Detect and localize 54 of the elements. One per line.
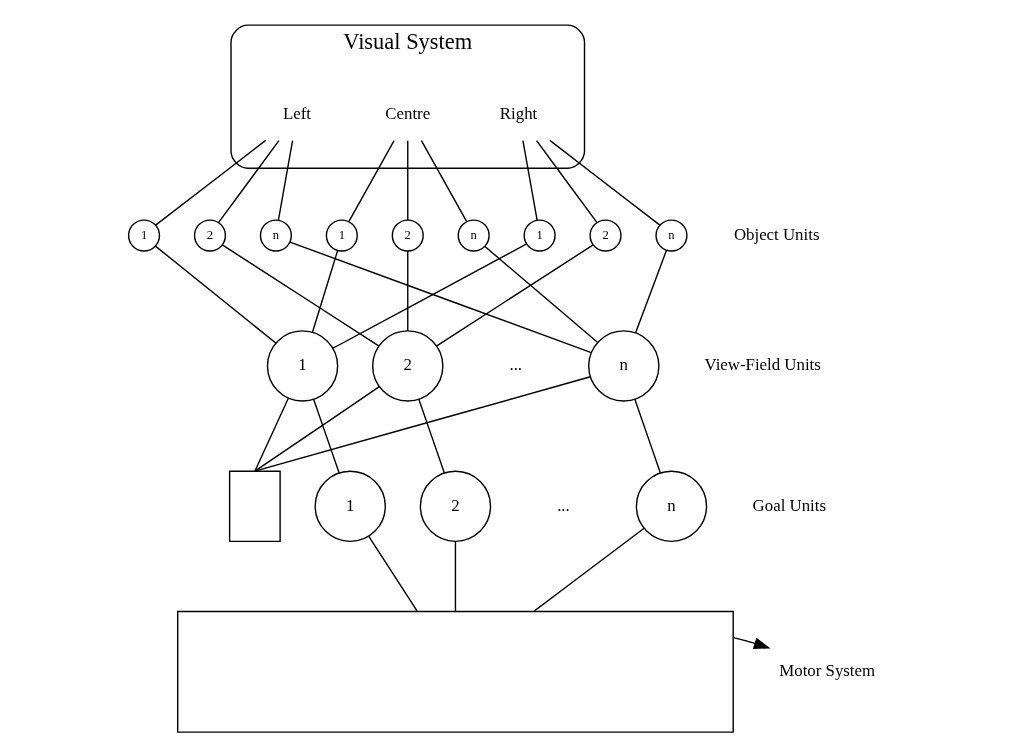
node-circle: n: [259, 219, 293, 252]
connector: [407, 140, 409, 221]
node-circle: n: [588, 330, 660, 402]
node-circle: 2: [419, 470, 492, 543]
connector: [436, 244, 594, 347]
node-circle: 2: [372, 330, 444, 402]
connector: [277, 140, 294, 221]
node-text: Motor System: [779, 661, 876, 681]
connector: [522, 140, 538, 221]
node-circle: 1: [325, 219, 358, 252]
connector: [217, 140, 280, 224]
connector: [332, 243, 527, 349]
node-text: Centre: [385, 104, 431, 124]
connector: [420, 140, 468, 223]
arrow: [732, 636, 771, 649]
label: ...: [557, 495, 570, 515]
connector: [549, 139, 661, 226]
connector: [634, 398, 661, 474]
node-circle: n: [457, 219, 490, 252]
connector: [312, 398, 340, 474]
node-circle: 1: [266, 330, 339, 402]
connector: [254, 376, 592, 472]
node-circle: 1: [523, 219, 556, 252]
node-circle: 1: [314, 470, 386, 543]
node-circle: 1: [127, 219, 161, 252]
connector: [407, 250, 409, 332]
connector: [368, 535, 418, 612]
connector: [254, 386, 381, 472]
connector: [154, 245, 277, 344]
node-circle: n: [655, 219, 688, 252]
node-box: [228, 470, 281, 543]
node-box: [177, 610, 734, 733]
connector: [221, 244, 380, 347]
connector: [533, 527, 645, 612]
node-text: Left: [282, 104, 311, 124]
connector: [348, 140, 395, 223]
connector: [635, 249, 668, 334]
connector: [254, 397, 289, 472]
label: Goal Units: [752, 495, 826, 515]
label: ...: [509, 355, 523, 375]
node-circle: 2: [193, 219, 227, 252]
connector: [535, 140, 598, 224]
connector: [418, 398, 445, 474]
connector: [311, 249, 339, 333]
label: Object Units: [733, 224, 820, 244]
node-circle: 2: [589, 219, 622, 252]
connector: [454, 540, 457, 612]
label: View-Field Units: [704, 355, 821, 375]
connector: [289, 241, 592, 354]
connector: [154, 139, 267, 226]
node-text: Right: [499, 104, 538, 124]
node-circle: 2: [391, 219, 424, 252]
connector: [484, 245, 599, 343]
node-circle: n: [635, 470, 708, 543]
